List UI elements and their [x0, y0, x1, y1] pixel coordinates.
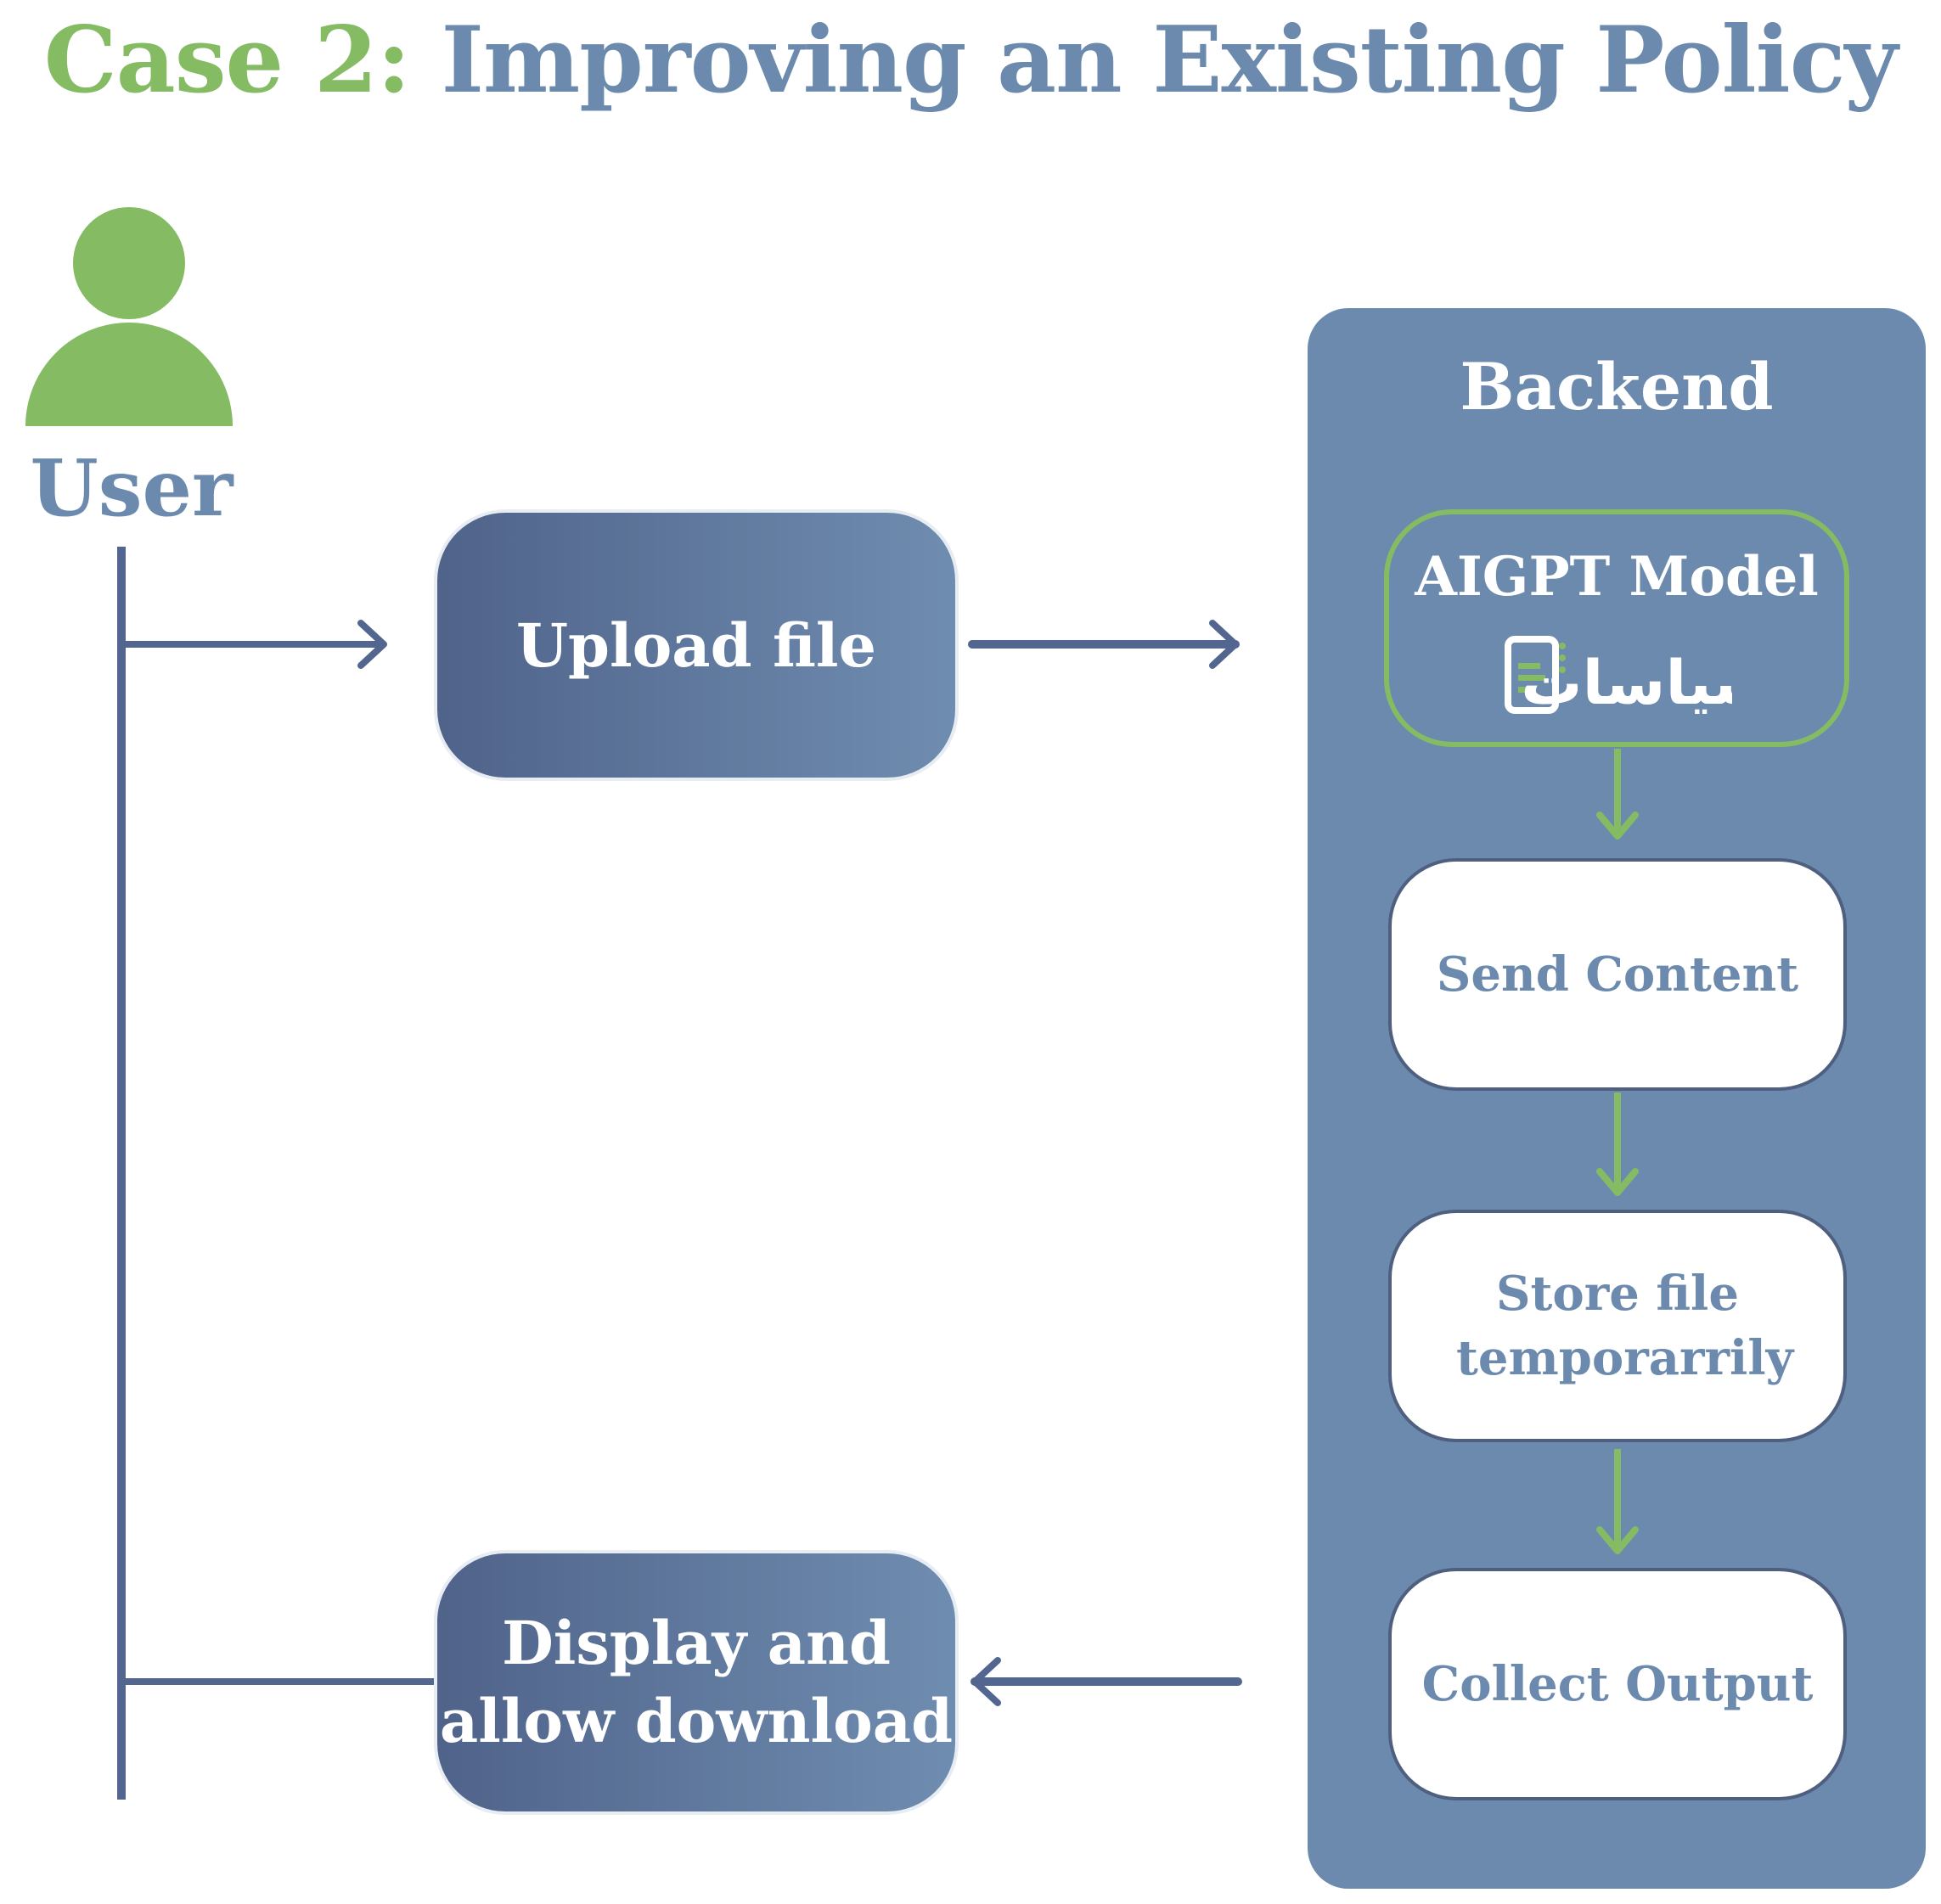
title-case-prefix: Case 2: — [43, 7, 411, 114]
upload-file-label: Upload file — [516, 609, 876, 681]
collect-output-label: Collect Output — [1421, 1656, 1814, 1712]
arrow-user-to-upload — [121, 620, 387, 669]
model-logo-text: سياسات — [1521, 647, 1732, 717]
title-main: Improving an Existing Policy — [441, 7, 1898, 114]
arrow-upload-to-backend — [968, 620, 1240, 669]
user-label: User — [30, 442, 233, 534]
display-download-step: Display and allow download — [437, 1553, 955, 1811]
store-file-step: Store file temporarrily — [1388, 1210, 1847, 1442]
model-logo: سياسات — [1505, 636, 1732, 717]
arrow-model-to-send — [1596, 749, 1639, 840]
arrow-backend-to-display — [970, 1657, 1242, 1706]
diagram-title: Case 2: Improving an Existing Policy — [0, 5, 1941, 115]
store-file-label: Store file temporarrily — [1456, 1266, 1794, 1386]
upload-file-step: Upload file — [437, 513, 955, 778]
aigpt-model-box — [1384, 509, 1849, 747]
collect-output-step: Collect Output — [1388, 1568, 1847, 1800]
arrow-send-to-store — [1596, 1092, 1639, 1196]
send-content-step: Send Content — [1388, 858, 1847, 1091]
aigpt-model-title: AIGPT Model — [1415, 545, 1819, 609]
backend-title: Backend — [1460, 349, 1774, 424]
user-icon — [25, 207, 233, 426]
display-download-label: Display and allow download — [439, 1608, 954, 1756]
arrow-store-to-collect — [1596, 1449, 1639, 1554]
send-content-label: Send Content — [1436, 946, 1799, 1003]
